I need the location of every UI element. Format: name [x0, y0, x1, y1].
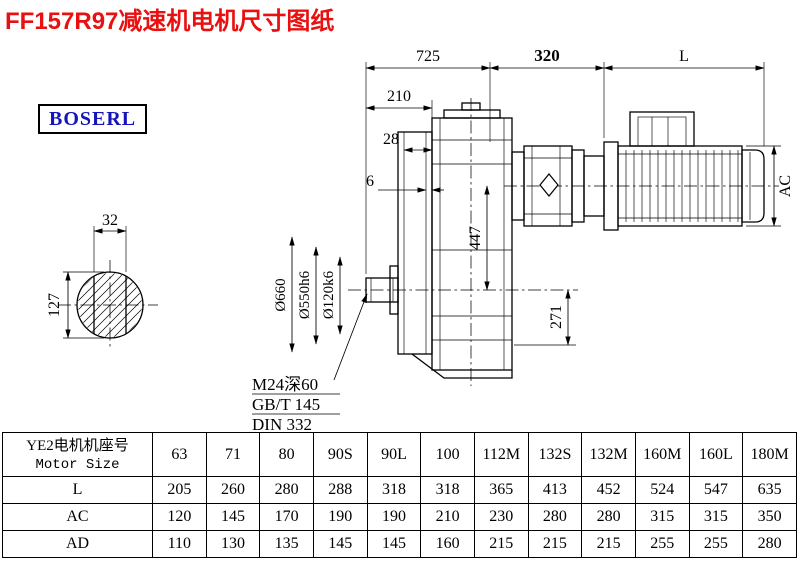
dim-spigot-diameter: Ø550h6 [297, 270, 313, 319]
dimension-row-label: L [2, 476, 153, 504]
motor-outline [603, 111, 765, 231]
note-din: DIN 332 [252, 415, 312, 432]
brand-logo: BOSERL [38, 104, 148, 134]
motor-size-col-header: 63 [152, 432, 207, 477]
shaft-end-view: 32 127 [46, 212, 158, 350]
dim-725: 725 [416, 48, 440, 65]
motor-size-label-en: Motor Size [35, 456, 120, 473]
dimension-value-cell: 130 [205, 530, 261, 558]
dimension-value-cell: 215 [473, 530, 529, 558]
dimension-value-cell: 255 [634, 530, 690, 558]
dim-210: 210 [387, 88, 411, 105]
dim-271: 271 [548, 305, 565, 329]
motor-size-col-header: 90L [366, 432, 422, 477]
dim-shaft-key-height: 127 [46, 293, 63, 317]
motor-size-col-header: 160L [688, 432, 744, 477]
dim-keyway-width: 32 [102, 212, 118, 229]
dim-6: 6 [366, 173, 374, 190]
dim-flange-diameter: Ø660 [273, 278, 289, 311]
dimension-value-cell: 280 [581, 503, 636, 531]
dimension-value-cell: 280 [742, 530, 797, 558]
dimension-value-cell: 547 [688, 476, 744, 504]
motor-size-label-cn: YE2电机机座号 [26, 437, 129, 454]
dim-L: L [679, 48, 689, 65]
dimension-value-cell: 635 [742, 476, 797, 504]
dimension-value-cell: 190 [366, 503, 422, 531]
technical-drawing: 32 127 [46, 46, 794, 432]
dimension-value-cell: 205 [152, 476, 207, 504]
note-thread: M24深60 [252, 375, 318, 394]
output-shaft [365, 277, 399, 303]
dimension-value-cell: 255 [688, 530, 744, 558]
motor-size-col-header: 100 [420, 432, 475, 477]
dim-28: 28 [383, 131, 399, 148]
dimension-value-cell: 120 [152, 503, 207, 531]
dimension-value-cell: 413 [527, 476, 583, 504]
input-housing-outline [511, 145, 605, 227]
dimension-value-cell: 260 [205, 476, 261, 504]
motor-size-col-header: 80 [259, 432, 314, 477]
plug-diamond [539, 173, 559, 197]
dimension-value-cell: 145 [312, 530, 368, 558]
dimension-value-cell: 215 [581, 530, 636, 558]
motor-size-col-header: 90S [312, 432, 368, 477]
motor-size-col-header: 132M [581, 432, 636, 477]
dimension-value-cell: 170 [259, 503, 314, 531]
dimension-value-cell: 145 [205, 503, 261, 531]
motor-size-col-header: 160M [634, 432, 690, 477]
motor-size-col-header: 132S [527, 432, 583, 477]
dimension-value-cell: 280 [527, 503, 583, 531]
dim-AC: AC [777, 175, 794, 197]
dimension-value-cell: 452 [581, 476, 636, 504]
dim-447: 447 [467, 226, 484, 250]
motor-size-col-header: 71 [205, 432, 261, 477]
dimension-row-label: AD [2, 530, 153, 558]
motor-size-header-cell: YE2电机机座号 Motor Size [2, 432, 153, 477]
dimension-value-cell: 350 [742, 503, 797, 531]
dimension-value-cell: 215 [527, 530, 583, 558]
top-plug [461, 102, 481, 111]
dimension-value-cell: 365 [473, 476, 529, 504]
dimension-value-cell: 135 [259, 530, 314, 558]
dimension-value-cell: 315 [688, 503, 744, 531]
section-hatching [78, 273, 142, 337]
dimension-value-cell: 315 [634, 503, 690, 531]
fan-cowl [741, 149, 765, 223]
dimension-value-cell: 524 [634, 476, 690, 504]
dim-shaft-diameter: Ø120k6 [321, 270, 337, 319]
motor-size-col-header: 112M [473, 432, 529, 477]
note-gbt: GB/T 145 [252, 395, 320, 414]
dimension-value-cell: 110 [152, 530, 207, 558]
dimension-value-cell: 288 [312, 476, 368, 504]
dimension-value-cell: 318 [420, 476, 475, 504]
dimensions: 725 320 L 210 28 6 AC 447 271 Ø660 Ø550h… [252, 46, 794, 432]
dimension-value-cell: 160 [420, 530, 475, 558]
dimension-value-cell: 190 [312, 503, 368, 531]
motor-size-col-header: 180M [742, 432, 797, 477]
dimension-value-cell: 280 [259, 476, 314, 504]
dimension-value-cell: 230 [473, 503, 529, 531]
dimension-value-cell: 318 [366, 476, 422, 504]
page-title: FF157R97减速机电机尺寸图纸 [5, 8, 335, 35]
gearbox-outline [365, 102, 513, 379]
dimension-row-label: AC [2, 503, 153, 531]
dimension-value-cell: 145 [366, 530, 422, 558]
dimension-value-cell: 210 [420, 503, 475, 531]
centerlines [348, 98, 779, 386]
dim-320: 320 [534, 46, 560, 65]
